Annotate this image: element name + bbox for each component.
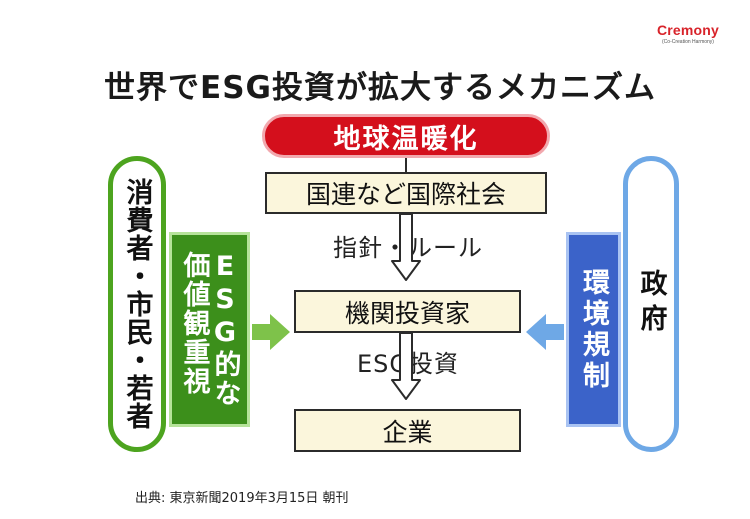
consumers-label: 消費者・市民・若者 <box>121 178 153 430</box>
env-regulation-label: 環境規制 <box>578 267 609 392</box>
companies-box: 企業 <box>294 409 521 452</box>
institutional-investors-label: 機関投資家 <box>344 298 470 328</box>
diagram-title: 世界でESG投資が拡大するメカニズム <box>104 70 656 106</box>
esg-values-line-2: 価値観重視 <box>178 251 210 396</box>
consumers-pill: 消費者・市民・若者 <box>108 156 166 452</box>
blue-left-arrow-icon <box>526 314 564 350</box>
env-regulation-box: 環境規制 <box>566 232 621 427</box>
green-right-arrow-icon <box>252 314 290 350</box>
international-society-label: 国連など国際社会 <box>305 180 506 209</box>
companies-label: 企業 <box>382 417 433 447</box>
government-label: 政府 <box>635 269 667 339</box>
esg-investment-label: ESG投資 <box>357 350 459 378</box>
esg-values-line-1: ESG的な <box>209 251 241 408</box>
logo-tagline: (Co-Creation Harmony) <box>662 39 714 45</box>
esg-values-box: ESG的な 価値観重視 <box>169 232 250 427</box>
institutional-investors-box: 機関投資家 <box>294 290 521 333</box>
international-society-box: 国連など国際社会 <box>265 172 547 214</box>
global-warming-pill: 地球温暖化 <box>262 114 550 158</box>
global-warming-label: 地球温暖化 <box>333 123 479 155</box>
logo-name: Cremony <box>656 22 720 38</box>
source-citation: 出典: 東京新聞2019年3月15日 朝刊 <box>135 491 349 506</box>
cremony-logo: Cremony (Co-Creation Harmony) <box>648 22 728 45</box>
guidelines-label: 指針・ルール <box>333 234 483 262</box>
government-pill: 政府 <box>623 156 679 452</box>
